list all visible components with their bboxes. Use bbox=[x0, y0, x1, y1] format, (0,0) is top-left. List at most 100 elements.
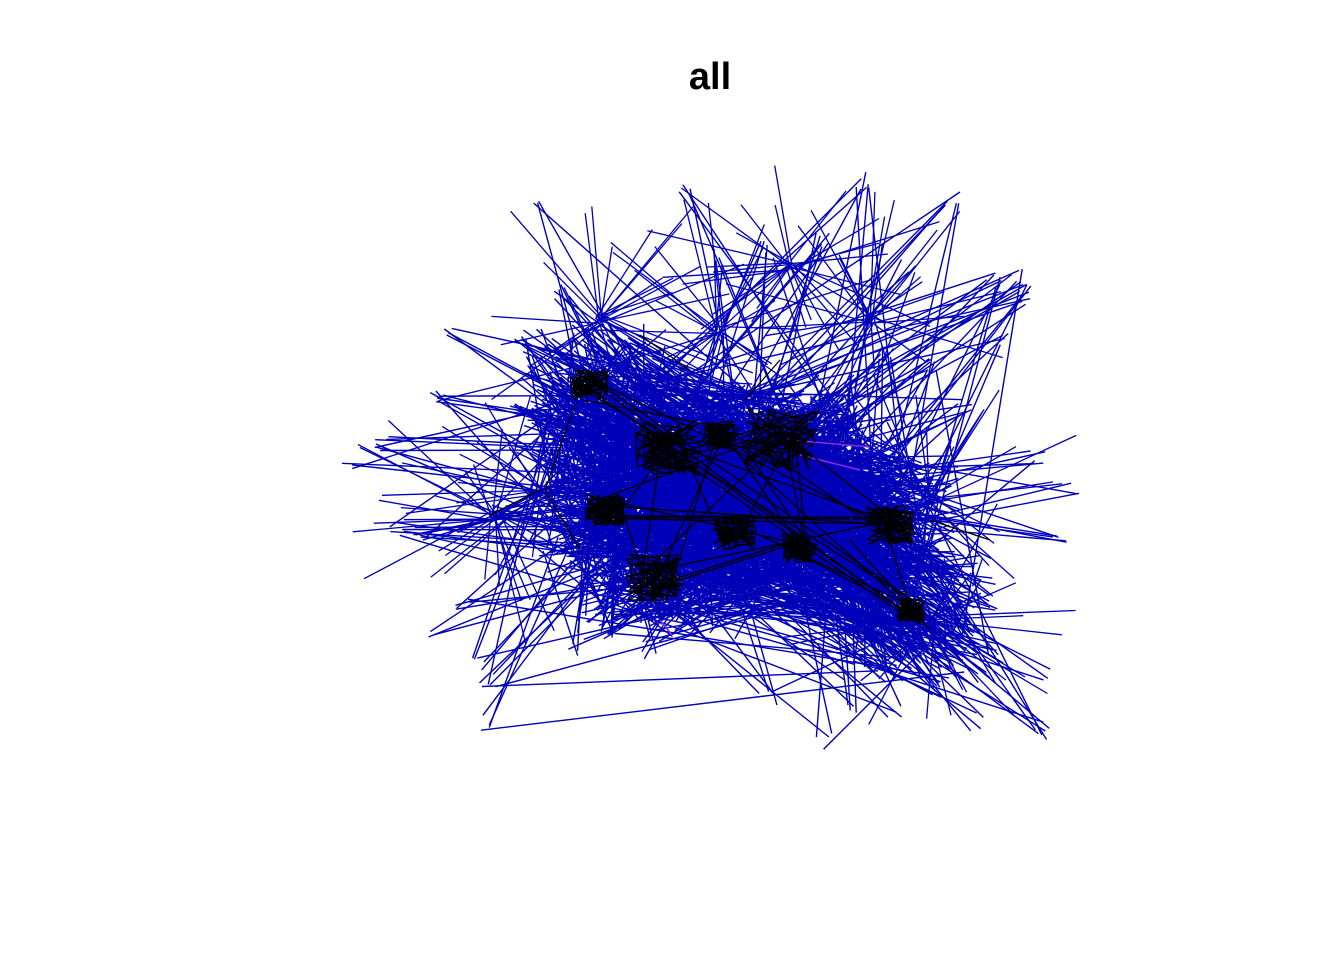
network-edge bbox=[922, 276, 1001, 575]
network-edge bbox=[435, 390, 639, 619]
network-edge bbox=[527, 424, 590, 546]
cluster-edge bbox=[654, 436, 891, 523]
network-edge bbox=[745, 588, 903, 718]
cluster-edge bbox=[661, 520, 890, 570]
highlight-edge bbox=[659, 619, 673, 636]
cluster-edge bbox=[706, 424, 713, 438]
cluster-edge bbox=[894, 538, 910, 545]
network-edge bbox=[774, 165, 793, 264]
cluster-edge bbox=[595, 370, 599, 374]
network-edge bbox=[608, 579, 674, 636]
network-edge bbox=[728, 569, 770, 692]
cluster-edge bbox=[776, 429, 818, 470]
cluster-edge bbox=[596, 497, 615, 525]
network-edge bbox=[373, 518, 494, 524]
network-edge bbox=[885, 293, 1024, 465]
within-group-edges bbox=[489, 334, 991, 631]
network-edge bbox=[727, 280, 1018, 589]
cluster-edge bbox=[702, 421, 714, 430]
network-edge bbox=[609, 409, 1078, 495]
network-edge bbox=[873, 210, 961, 320]
network-edge bbox=[591, 206, 603, 323]
network-edge bbox=[868, 615, 927, 725]
network-edge bbox=[779, 498, 1054, 538]
cluster-edge bbox=[786, 443, 791, 449]
network-edge bbox=[864, 281, 923, 322]
network-edge bbox=[928, 622, 1048, 695]
network-edge bbox=[596, 293, 730, 324]
network-edge bbox=[715, 260, 751, 514]
network-edge bbox=[400, 506, 495, 515]
cluster-edge bbox=[662, 435, 783, 454]
network-edge bbox=[756, 269, 787, 309]
cluster-edge bbox=[765, 409, 788, 430]
network-edge bbox=[915, 395, 930, 496]
network-edge bbox=[927, 434, 1077, 505]
network-edge bbox=[540, 453, 628, 490]
network-edge bbox=[927, 497, 990, 567]
cluster-edge bbox=[758, 418, 805, 442]
plot-title: all bbox=[688, 56, 732, 98]
network-edge bbox=[869, 229, 938, 316]
network-edge bbox=[929, 609, 1076, 617]
cluster-edge bbox=[569, 376, 574, 398]
network-edge bbox=[655, 300, 722, 336]
cluster-edge bbox=[780, 430, 901, 525]
network-edge bbox=[847, 285, 1032, 521]
cluster-edge bbox=[867, 538, 907, 542]
network-edge bbox=[961, 268, 1023, 637]
cluster-edge bbox=[576, 392, 591, 398]
network-edge bbox=[925, 617, 952, 716]
network-edge bbox=[656, 350, 989, 605]
network-edge bbox=[873, 323, 927, 363]
network-edge bbox=[605, 600, 897, 713]
network-edge bbox=[871, 242, 884, 323]
cluster-edge bbox=[650, 585, 656, 601]
cluster-edge bbox=[573, 372, 578, 393]
cluster-edge bbox=[578, 370, 582, 394]
network-edge bbox=[785, 381, 1036, 731]
network-edge bbox=[845, 385, 936, 502]
network-edge bbox=[495, 395, 532, 514]
network-edge bbox=[935, 370, 990, 656]
network-edge bbox=[534, 494, 556, 553]
network-edge bbox=[873, 318, 907, 427]
network-edge bbox=[602, 265, 701, 320]
network-edge bbox=[867, 290, 1002, 325]
cluster-edge bbox=[593, 391, 902, 610]
network-edge bbox=[928, 446, 1017, 498]
network-edge bbox=[363, 510, 493, 580]
cluster-edge bbox=[809, 456, 813, 460]
network-edge bbox=[498, 515, 619, 547]
network-edge bbox=[926, 411, 983, 498]
network-edge bbox=[707, 262, 789, 268]
network-edge bbox=[717, 300, 776, 336]
cluster-edge bbox=[904, 530, 910, 534]
highlight-edge bbox=[799, 454, 861, 471]
cluster-edge bbox=[804, 541, 812, 558]
cluster-edge bbox=[714, 437, 736, 449]
network-edge bbox=[722, 333, 725, 426]
cluster-edge bbox=[752, 538, 756, 542]
network-edge bbox=[467, 598, 950, 679]
cluster-edge bbox=[658, 538, 808, 588]
network-edge bbox=[594, 320, 713, 410]
network-edge bbox=[925, 618, 964, 691]
cluster-edge bbox=[752, 524, 757, 532]
cluster-edge bbox=[799, 425, 806, 462]
network-edge bbox=[634, 269, 717, 336]
network-edge bbox=[609, 438, 645, 634]
cluster-edge bbox=[604, 503, 620, 514]
network-edge bbox=[493, 512, 609, 608]
network-edge bbox=[601, 324, 708, 421]
cluster-edge bbox=[731, 521, 924, 613]
cluster-edge bbox=[886, 508, 894, 530]
cluster-edge bbox=[768, 452, 887, 536]
cluster-edge bbox=[787, 547, 897, 606]
network-edge bbox=[932, 483, 1063, 500]
cluster-edge bbox=[612, 454, 663, 522]
network-edge bbox=[850, 476, 928, 503]
cluster-edge bbox=[630, 578, 643, 602]
cluster-edge bbox=[649, 583, 685, 602]
network-edge bbox=[892, 284, 1028, 557]
